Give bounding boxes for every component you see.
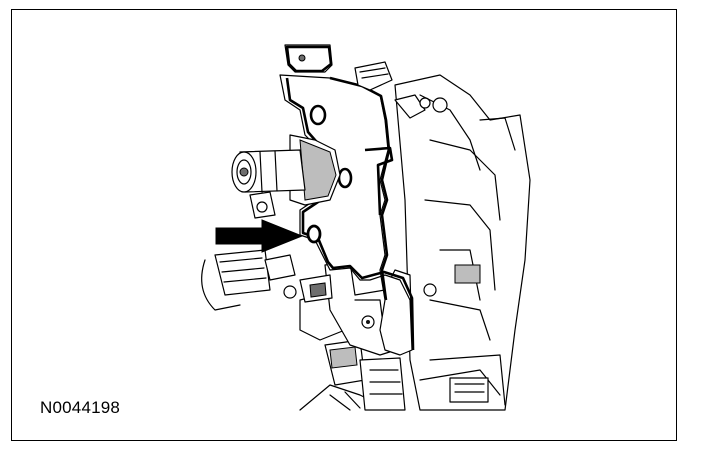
- figure-id-label: N0044198: [40, 398, 121, 417]
- connector-assembly: [201, 249, 333, 311]
- engine-block-right: [394, 74, 531, 411]
- o-ring-seal: [306, 224, 322, 244]
- arrow-indicator: [215, 219, 304, 253]
- shaft-assembly: [231, 134, 341, 219]
